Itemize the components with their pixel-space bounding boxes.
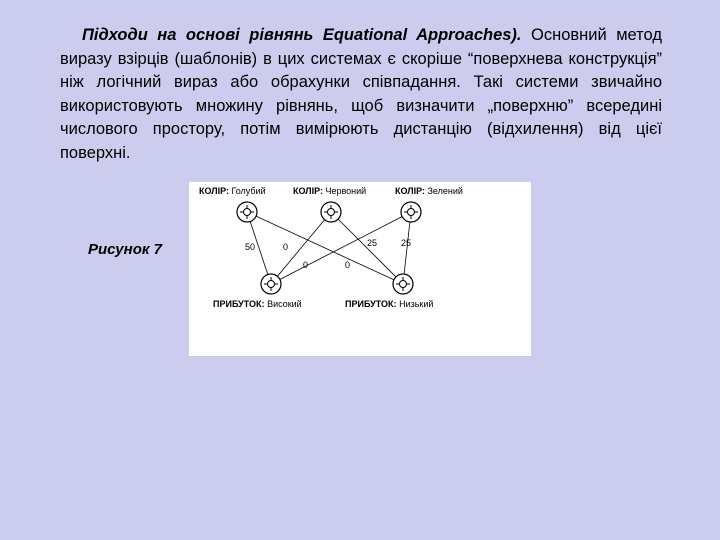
edge-label-green-high: 25 (367, 238, 377, 248)
edge-label-red-low: 0 (345, 260, 350, 270)
paragraph-term: Підходи на основі рівнянь Equational App… (82, 26, 522, 44)
edge-green-low (402, 211, 412, 285)
node-green-icon (400, 201, 422, 223)
edges (246, 211, 412, 285)
edge-label-blue-low: 0 (283, 242, 288, 252)
label-bottom-low: ПРИБУТОК: Низький (345, 299, 433, 309)
edge-label-red-high: 0 (303, 260, 308, 270)
figure-caption: Рисунок 7 (88, 241, 162, 258)
label-top-blue: КОЛІР: Голубий (199, 186, 266, 196)
label-top-red: КОЛІР: Червоний (293, 186, 366, 196)
node-red-icon (320, 201, 342, 223)
network-diagram: КОЛІР: Голубий КОЛІР: Червоний КОЛІР: Зе… (199, 186, 463, 309)
node-low-icon (392, 273, 414, 295)
edge-red-low (330, 211, 404, 285)
node-blue-icon (236, 201, 258, 223)
node-high-icon (260, 273, 282, 295)
body-paragraph: Підходи на основі рівнянь Equational App… (60, 24, 662, 165)
figure-diagram: КОЛІР: Голубий КОЛІР: Червоний КОЛІР: Зе… (189, 182, 531, 356)
edge-blue-low (246, 211, 404, 285)
edge-label-blue-high: 50 (245, 242, 255, 252)
label-top-green: КОЛІР: Зелений (395, 186, 463, 196)
edge-label-green-low: 25 (401, 238, 411, 248)
edge-red-high (270, 211, 332, 285)
paragraph-body: Основний метод виразу взірців (шаблонів)… (60, 26, 662, 162)
label-bottom-high: ПРИБУТОК: Високий (213, 299, 302, 309)
edge-blue-high (246, 211, 272, 285)
edge-green-high (270, 211, 412, 285)
